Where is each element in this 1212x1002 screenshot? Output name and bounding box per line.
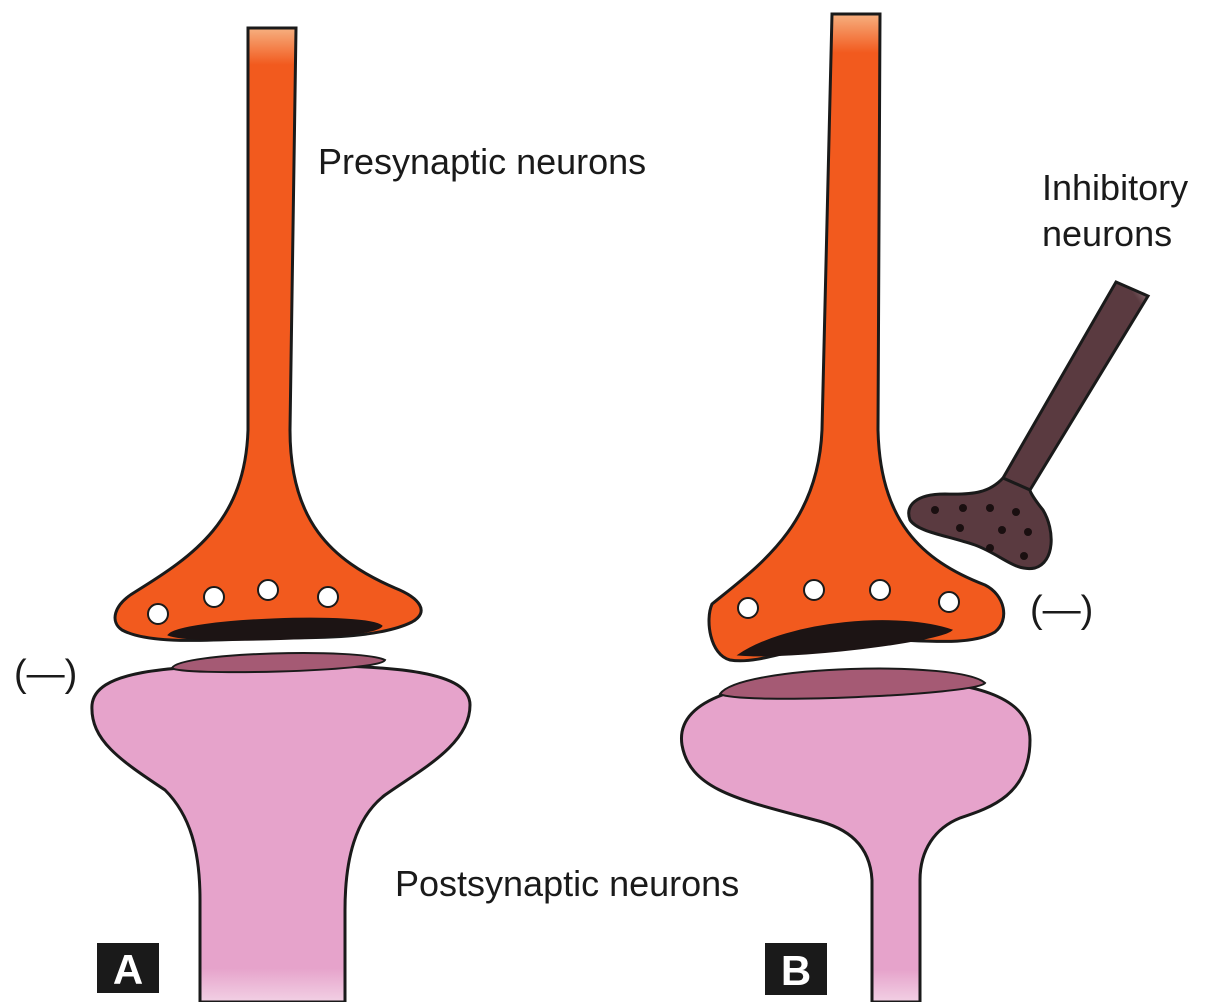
- inhibitory-vesicle: [931, 506, 939, 514]
- inhibitory-vesicle: [959, 504, 967, 512]
- inhibitory-vesicle: [1020, 552, 1028, 560]
- presynaptic-neuron-b: [709, 14, 1004, 661]
- presynaptic-label: Presynaptic neurons: [318, 141, 646, 182]
- vesicle: [939, 592, 959, 612]
- vesicle: [204, 587, 224, 607]
- vesicle: [870, 580, 890, 600]
- panel-b: (—) B: [681, 14, 1148, 1002]
- inhibitory-vesicle: [1012, 508, 1020, 516]
- inhibitory-axon: [1003, 282, 1148, 490]
- vesicle: [318, 587, 338, 607]
- inhibitory-vesicle: [986, 544, 994, 552]
- inhibitory-label-line2: neurons: [1042, 213, 1172, 254]
- vesicle: [148, 604, 168, 624]
- panel-letter-b: B: [781, 947, 811, 994]
- postsynaptic-neuron-b: [681, 678, 1030, 1002]
- inhibitory-vesicle: [1024, 528, 1032, 536]
- inhibition-sign-a: (—): [14, 653, 77, 695]
- vesicle: [258, 580, 278, 600]
- inhibition-sign-b: (—): [1030, 589, 1093, 631]
- postsynaptic-label: Postsynaptic neurons: [395, 863, 739, 904]
- inhibitory-vesicle: [998, 526, 1006, 534]
- inhibitory-label-line1: Inhibitory: [1042, 167, 1188, 208]
- vesicle: [738, 598, 758, 618]
- inhibitory-vesicle: [956, 524, 964, 532]
- inhibitory-neuron: [909, 282, 1148, 569]
- panel-letter-a: A: [113, 946, 143, 993]
- vesicle: [804, 580, 824, 600]
- inhibitory-vesicle: [986, 504, 994, 512]
- presynaptic-neuron-a: [115, 28, 421, 640]
